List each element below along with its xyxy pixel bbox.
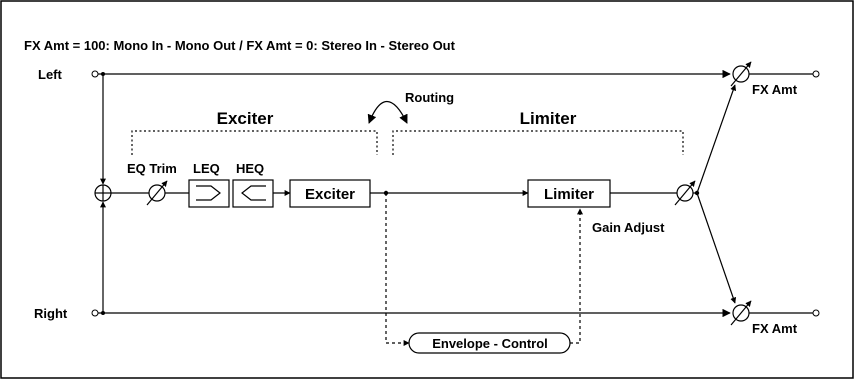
gain-adjust-label: Gain Adjust	[592, 220, 665, 235]
routing-label: Routing	[405, 90, 454, 105]
split-to-left-line	[696, 84, 737, 194]
right-input-terminal	[91, 309, 99, 317]
low-shelf-icon	[196, 185, 221, 201]
eq-trim-label: EQ Trim	[127, 161, 177, 176]
left-input-label: Left	[38, 67, 63, 82]
left-output-terminal	[812, 70, 820, 78]
fx-amt-right-label: FX Amt	[752, 321, 798, 336]
eq-trim-knob-icon	[146, 180, 168, 206]
sum-junction-icon	[94, 184, 112, 202]
exciter-block	[289, 179, 371, 208]
limiter-section-label: Limiter	[520, 109, 577, 128]
exciter-section-bracket	[131, 130, 378, 155]
heq-label: HEQ	[236, 161, 264, 176]
fx-amt-left-label: FX Amt	[752, 82, 798, 97]
left-input-terminal	[91, 70, 99, 78]
right-output-terminal	[812, 309, 820, 317]
gain-adjust-knob-icon	[674, 180, 696, 206]
envelope-control-line	[570, 208, 583, 344]
leq-block	[188, 179, 230, 208]
routing-swap-arrow-icon	[367, 101, 408, 124]
split-to-right-line	[696, 192, 737, 304]
exciter-block-label: Exciter	[305, 186, 355, 203]
heq-block	[232, 179, 274, 208]
envelope-control-label: Envelope - Control	[432, 336, 548, 351]
fx-amt-left-knob-icon	[730, 61, 752, 87]
high-shelf-icon	[241, 185, 266, 201]
fx-amt-right-knob-icon	[730, 300, 752, 326]
limiter-block	[527, 179, 611, 208]
exciter-section-label: Exciter	[217, 109, 274, 128]
envelope-feed-line	[385, 193, 410, 346]
header-caption: FX Amt = 100: Mono In - Mono Out / FX Am…	[24, 38, 456, 53]
leq-label: LEQ	[193, 161, 220, 176]
right-input-label: Right	[34, 306, 68, 321]
limiter-block-label: Limiter	[544, 186, 594, 203]
limiter-section-bracket	[392, 130, 684, 155]
